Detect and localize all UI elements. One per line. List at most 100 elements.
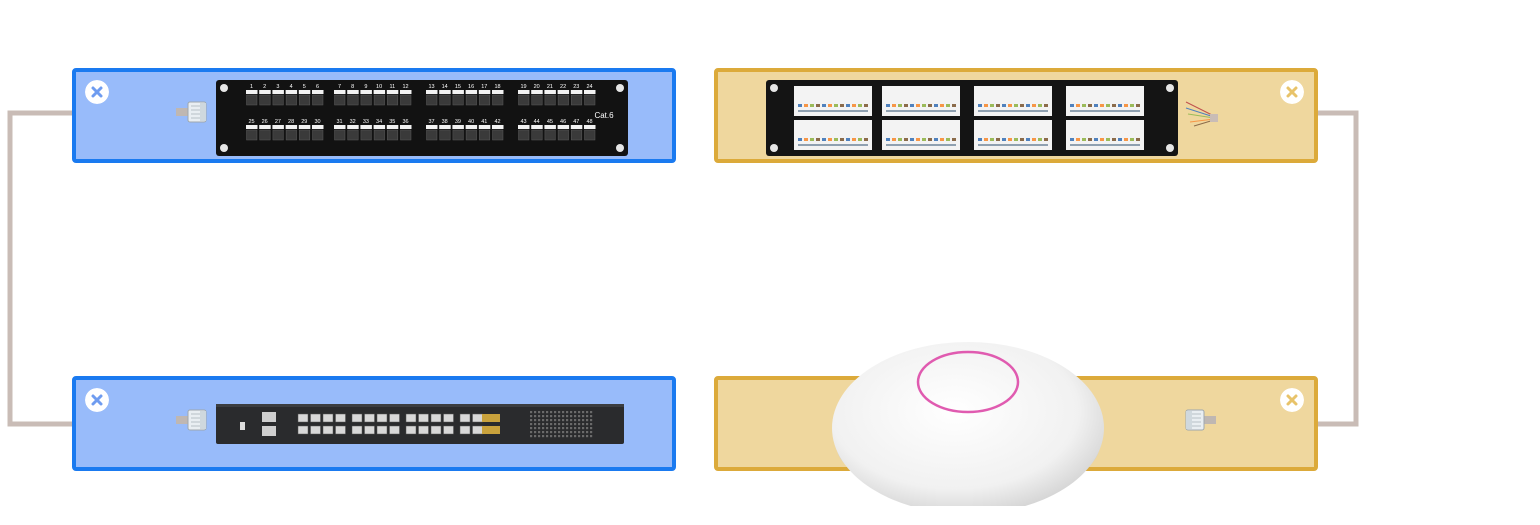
sfp-port[interactable]	[472, 413, 483, 423]
sfp-port[interactable]	[443, 425, 454, 435]
node-punch-down-panel[interactable]	[714, 68, 1318, 163]
patch-port[interactable]	[285, 129, 297, 141]
patch-port[interactable]	[584, 129, 596, 141]
patch-port[interactable]	[246, 129, 258, 141]
rj45-connector-icon[interactable]	[1182, 404, 1216, 438]
patch-port[interactable]	[259, 129, 271, 141]
sfp-port[interactable]	[310, 425, 321, 435]
sfp-port[interactable]	[376, 425, 388, 435]
patch-port[interactable]	[557, 94, 569, 106]
patch-port[interactable]	[544, 94, 556, 106]
patch-port[interactable]	[479, 94, 491, 106]
wire-color-code	[1070, 104, 1074, 107]
patch-port[interactable]	[479, 129, 491, 141]
vent-hole	[538, 419, 541, 422]
sfp-port[interactable]	[443, 413, 454, 423]
patch-port[interactable]	[518, 94, 530, 106]
sfp-port[interactable]	[351, 425, 363, 435]
patch-port[interactable]	[465, 129, 477, 141]
sfp-port[interactable]	[364, 413, 375, 423]
patch-port[interactable]	[246, 94, 258, 106]
sfp-port[interactable]	[430, 425, 442, 435]
rj45-connector-icon[interactable]	[176, 96, 210, 130]
sfp-port[interactable]	[297, 425, 309, 435]
sfp-port[interactable]	[459, 413, 471, 423]
vent-hole	[574, 423, 577, 426]
vent-hole	[542, 419, 545, 422]
patch-port[interactable]	[299, 94, 311, 106]
sfp-port[interactable]	[351, 413, 363, 423]
patch-port[interactable]	[272, 129, 284, 141]
sfp-port[interactable]	[376, 413, 388, 423]
sfp-port[interactable]	[430, 413, 442, 423]
patch-port[interactable]	[465, 94, 477, 106]
sfp-port[interactable]	[459, 425, 471, 435]
patch-port[interactable]	[452, 129, 464, 141]
patch-port[interactable]	[439, 94, 451, 106]
close-circle-icon[interactable]	[85, 80, 109, 104]
patch-port[interactable]	[259, 94, 271, 106]
rj45-connector-icon[interactable]	[176, 404, 210, 438]
sfp-port[interactable]	[364, 425, 375, 435]
patch-port[interactable]	[312, 129, 324, 141]
patch-port[interactable]	[518, 129, 530, 141]
patch-port[interactable]	[400, 94, 412, 106]
patch-port[interactable]	[400, 129, 412, 141]
sfp-port[interactable]	[389, 425, 400, 435]
sfp-port[interactable]	[418, 413, 429, 423]
patch-port[interactable]	[387, 129, 399, 141]
patch-port[interactable]	[360, 129, 372, 141]
sfp-port[interactable]	[418, 425, 429, 435]
patch-port[interactable]	[347, 94, 359, 106]
patch-port[interactable]	[347, 129, 359, 141]
patch-port[interactable]	[492, 94, 504, 106]
bottom-port-number: 41	[481, 119, 487, 125]
patch-port[interactable]	[373, 94, 385, 106]
patch-port[interactable]	[492, 129, 504, 141]
bare-wire-end-icon[interactable]	[1184, 98, 1218, 128]
sfp-port[interactable]	[472, 425, 483, 435]
sfp-port[interactable]	[310, 413, 321, 423]
patch-port[interactable]	[584, 94, 596, 106]
close-circle-icon[interactable]	[1280, 388, 1304, 412]
bottom-port-number: 27	[275, 119, 281, 125]
patch-port[interactable]	[334, 94, 346, 106]
sfp-port[interactable]	[405, 413, 417, 423]
patch-port[interactable]	[452, 94, 464, 106]
wire-color-code	[978, 104, 982, 107]
patch-port[interactable]	[373, 129, 385, 141]
patch-port[interactable]	[571, 94, 583, 106]
patch-port[interactable]	[439, 129, 451, 141]
sfp-port[interactable]	[335, 413, 346, 423]
wire-color-code	[810, 104, 814, 107]
vent-hole	[562, 427, 565, 430]
wifi-access-point-icon[interactable]	[828, 336, 1108, 506]
port-label-strip	[478, 90, 491, 94]
patch-port[interactable]	[334, 129, 346, 141]
patch-port[interactable]	[531, 129, 543, 141]
patch-port[interactable]	[272, 94, 284, 106]
patch-port[interactable]	[387, 94, 399, 106]
patch-port[interactable]	[571, 129, 583, 141]
close-circle-icon[interactable]	[85, 388, 109, 412]
patch-port[interactable]	[299, 129, 311, 141]
vent-hole	[590, 415, 593, 418]
patch-port[interactable]	[312, 94, 324, 106]
sfp-port[interactable]	[322, 425, 334, 435]
patch-port[interactable]	[426, 94, 438, 106]
vent-hole	[550, 411, 553, 414]
sfp-port[interactable]	[322, 413, 334, 423]
patch-port[interactable]	[426, 129, 438, 141]
patch-port[interactable]	[360, 94, 372, 106]
patch-port[interactable]	[544, 129, 556, 141]
patch-port[interactable]	[285, 94, 297, 106]
patch-port[interactable]	[531, 94, 543, 106]
sfp-port[interactable]	[335, 425, 346, 435]
sfp-port[interactable]	[389, 413, 400, 423]
sfp-port[interactable]	[405, 425, 417, 435]
sfp-port[interactable]	[297, 413, 309, 423]
node-switch[interactable]	[72, 376, 676, 471]
patch-port[interactable]	[557, 129, 569, 141]
close-circle-icon[interactable]	[1280, 80, 1304, 104]
